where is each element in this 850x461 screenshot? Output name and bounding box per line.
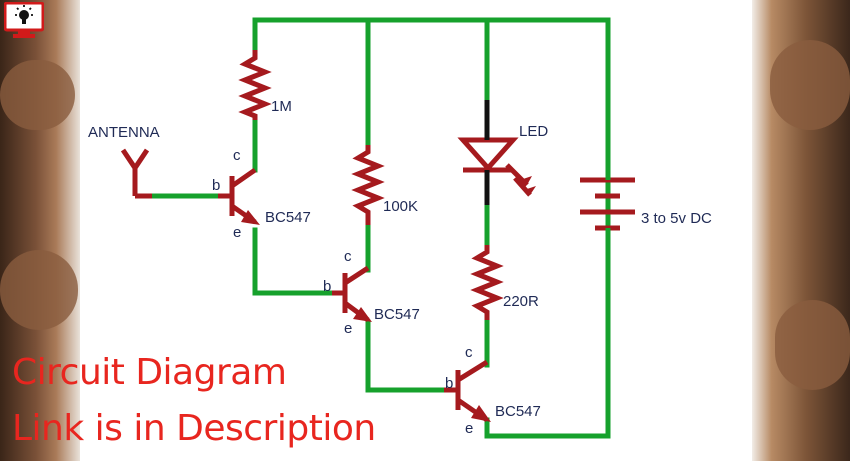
antenna-symbol (120, 148, 150, 196)
led-symbol (457, 137, 519, 173)
q3-emitter-arrow (471, 405, 491, 422)
resistor-r3 (470, 245, 504, 320)
q2-emitter-label: e (344, 320, 352, 337)
diagram-panel (80, 0, 752, 461)
battery-label: 3 to 5v DC (641, 210, 712, 227)
q1-label: BC547 (265, 209, 311, 226)
finger-shape (0, 250, 78, 330)
q2-label: BC547 (374, 306, 420, 323)
finger-shape (770, 40, 850, 130)
q3-collector-label: c (465, 344, 473, 361)
diagram-labels: ANTENNA 1M 100K 220R LED 3 to 5v DC BC54… (88, 98, 712, 437)
ground-return-wire (484, 17, 611, 439)
resistor-r1 (238, 50, 272, 120)
q1-base-label: b (212, 177, 220, 194)
transistor-q2 (332, 265, 370, 323)
q1-q2-wire (252, 227, 335, 296)
led-arrow-heads (520, 176, 536, 195)
finger-shape (775, 300, 850, 390)
q3-emitter-label: e (465, 420, 473, 437)
monitor-lightbulb-icon (3, 1, 45, 40)
finger-shape (0, 60, 75, 130)
r2-label: 100K (383, 198, 418, 215)
q1-emitter-arrow (241, 210, 260, 225)
caption-line-2: Link is in Description (12, 408, 376, 449)
transistor-q1 (218, 167, 257, 225)
q2-q3-wire (365, 319, 447, 393)
q3-base-label: b (445, 375, 453, 392)
arrowheads (241, 176, 536, 422)
q2-collector-label: c (344, 248, 352, 265)
led-label: LED (519, 123, 548, 140)
q2-base-label: b (323, 278, 331, 295)
r1-label: 1M (271, 98, 292, 115)
r3-label: 220R (503, 293, 539, 310)
q3-label: BC547 (495, 403, 541, 420)
transistor-q3 (444, 359, 489, 423)
caption-line-1: Circuit Diagram (12, 352, 287, 393)
q1-collector-label: c (233, 147, 241, 164)
antenna-label: ANTENNA (88, 124, 160, 141)
q1-emitter-label: e (233, 224, 241, 241)
q2-emitter-arrow (353, 307, 372, 322)
wires (149, 17, 611, 439)
resistor-r2 (351, 145, 385, 225)
